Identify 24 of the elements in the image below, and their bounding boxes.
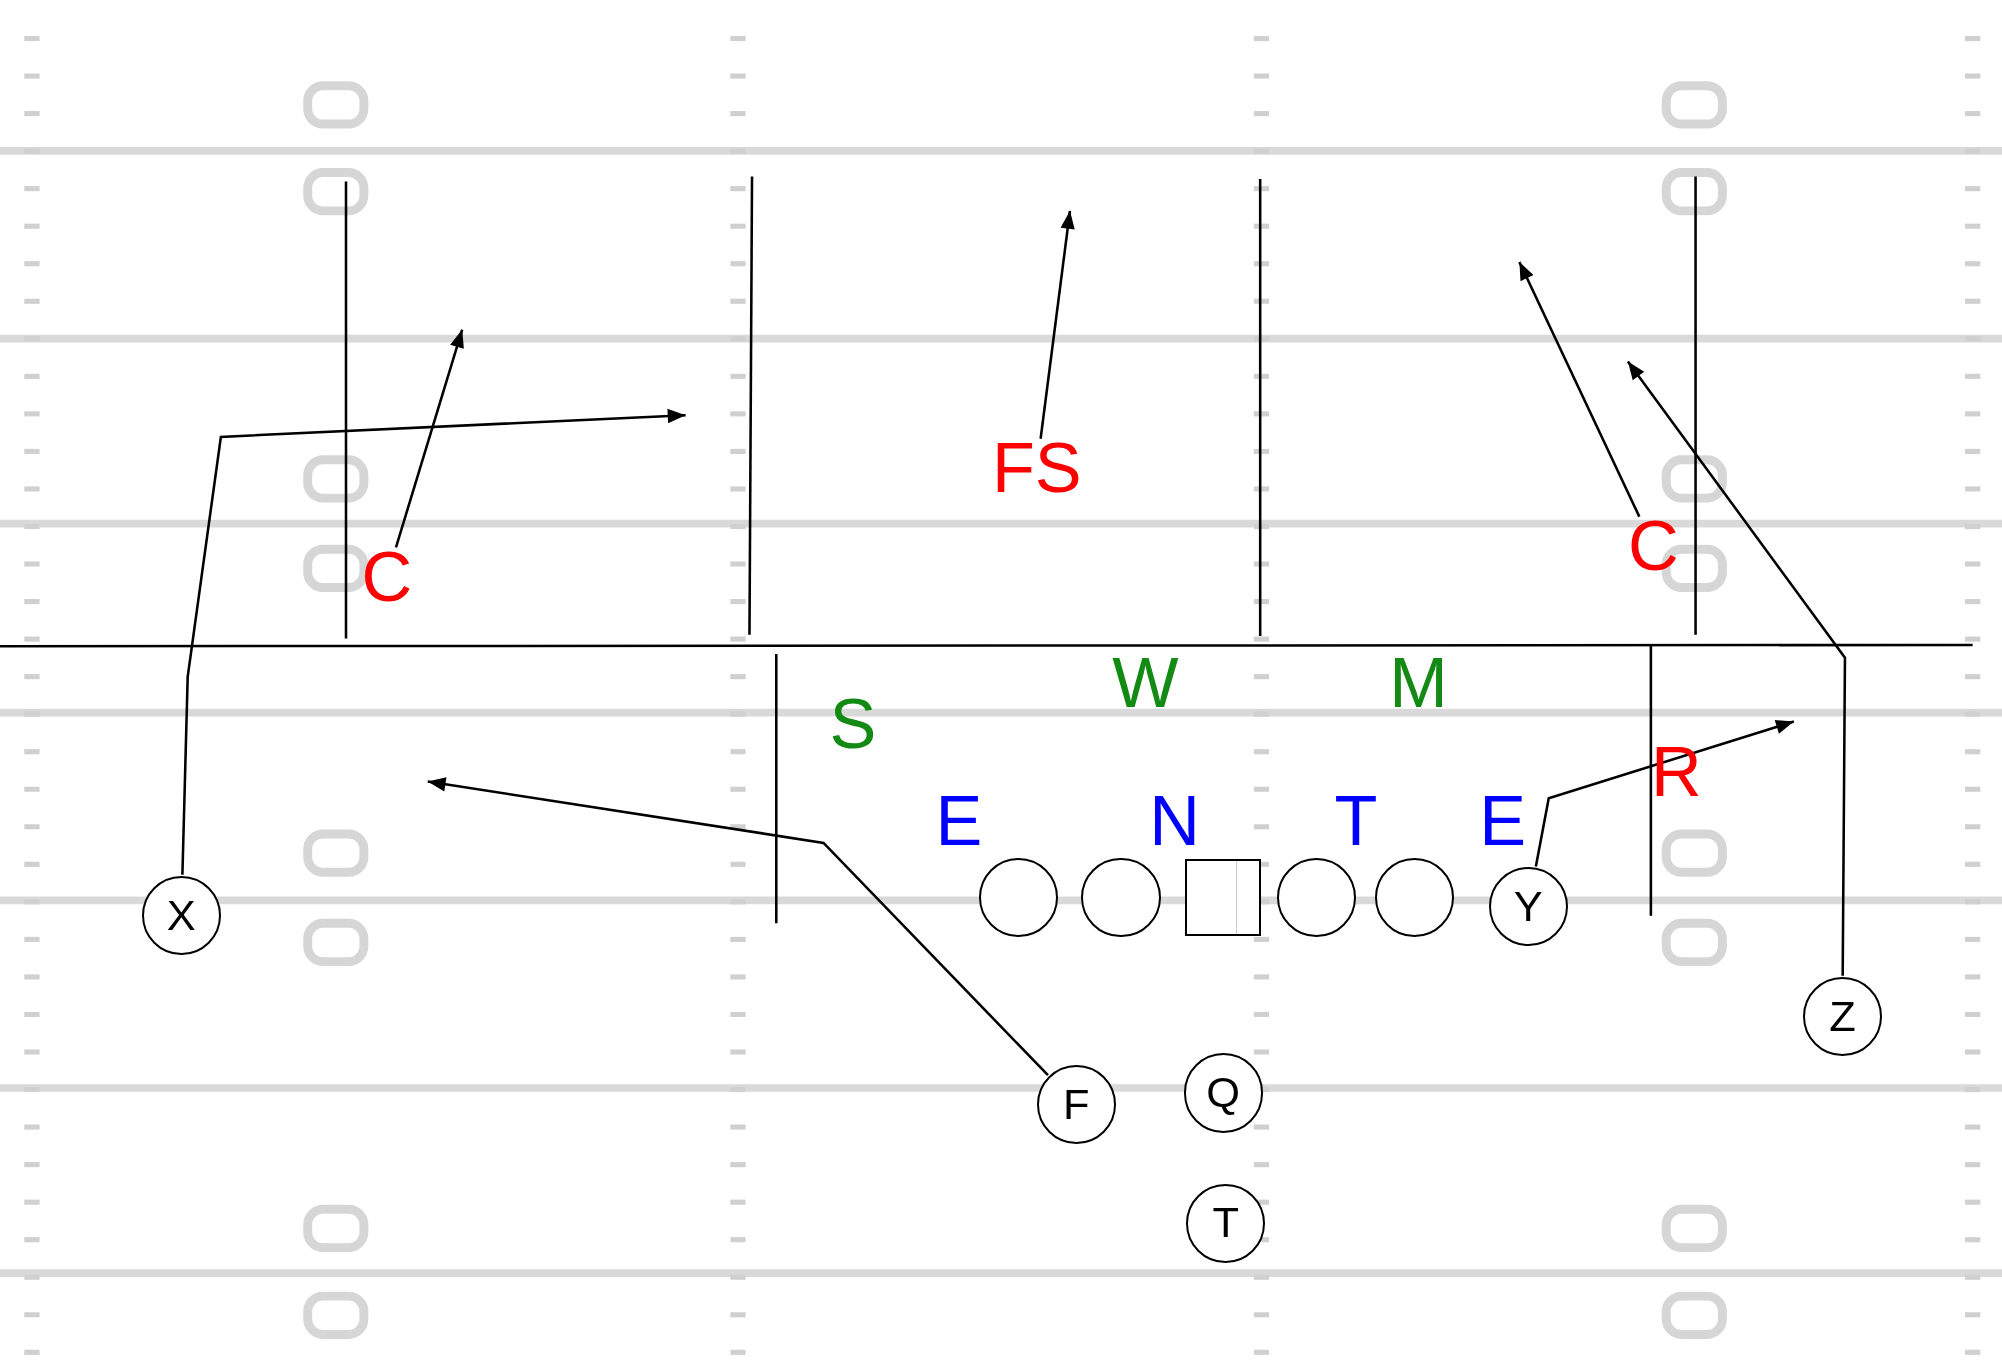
defender-label: C	[1628, 511, 1679, 582]
player-circle: Q	[1183, 1053, 1263, 1133]
route-arrow	[1626, 360, 1847, 976]
defender-label: M	[1389, 647, 1448, 719]
player-circle: T	[1186, 1183, 1266, 1263]
route-arrow	[1534, 720, 1795, 867]
defender-label: W	[1112, 647, 1179, 719]
route-arrow	[181, 408, 686, 875]
player-circle: F	[1036, 1064, 1116, 1144]
route-arrow	[394, 329, 464, 548]
defender-label: T	[1334, 785, 1378, 857]
player-circle: X	[141, 875, 221, 956]
defender-label: N	[1149, 785, 1200, 857]
route-arrow	[1039, 210, 1075, 439]
defender-label: C	[361, 542, 413, 613]
defender-label: E	[935, 785, 983, 857]
player-circle: Z	[1802, 976, 1882, 1056]
player-circle: Y	[1488, 866, 1568, 947]
defender-label: FS	[991, 433, 1082, 504]
route-arrow	[1518, 261, 1641, 518]
defender-label: E	[1479, 785, 1527, 857]
center-square	[1184, 859, 1262, 936]
route-arrow	[427, 777, 1049, 1077]
defender-label: S	[829, 688, 877, 760]
